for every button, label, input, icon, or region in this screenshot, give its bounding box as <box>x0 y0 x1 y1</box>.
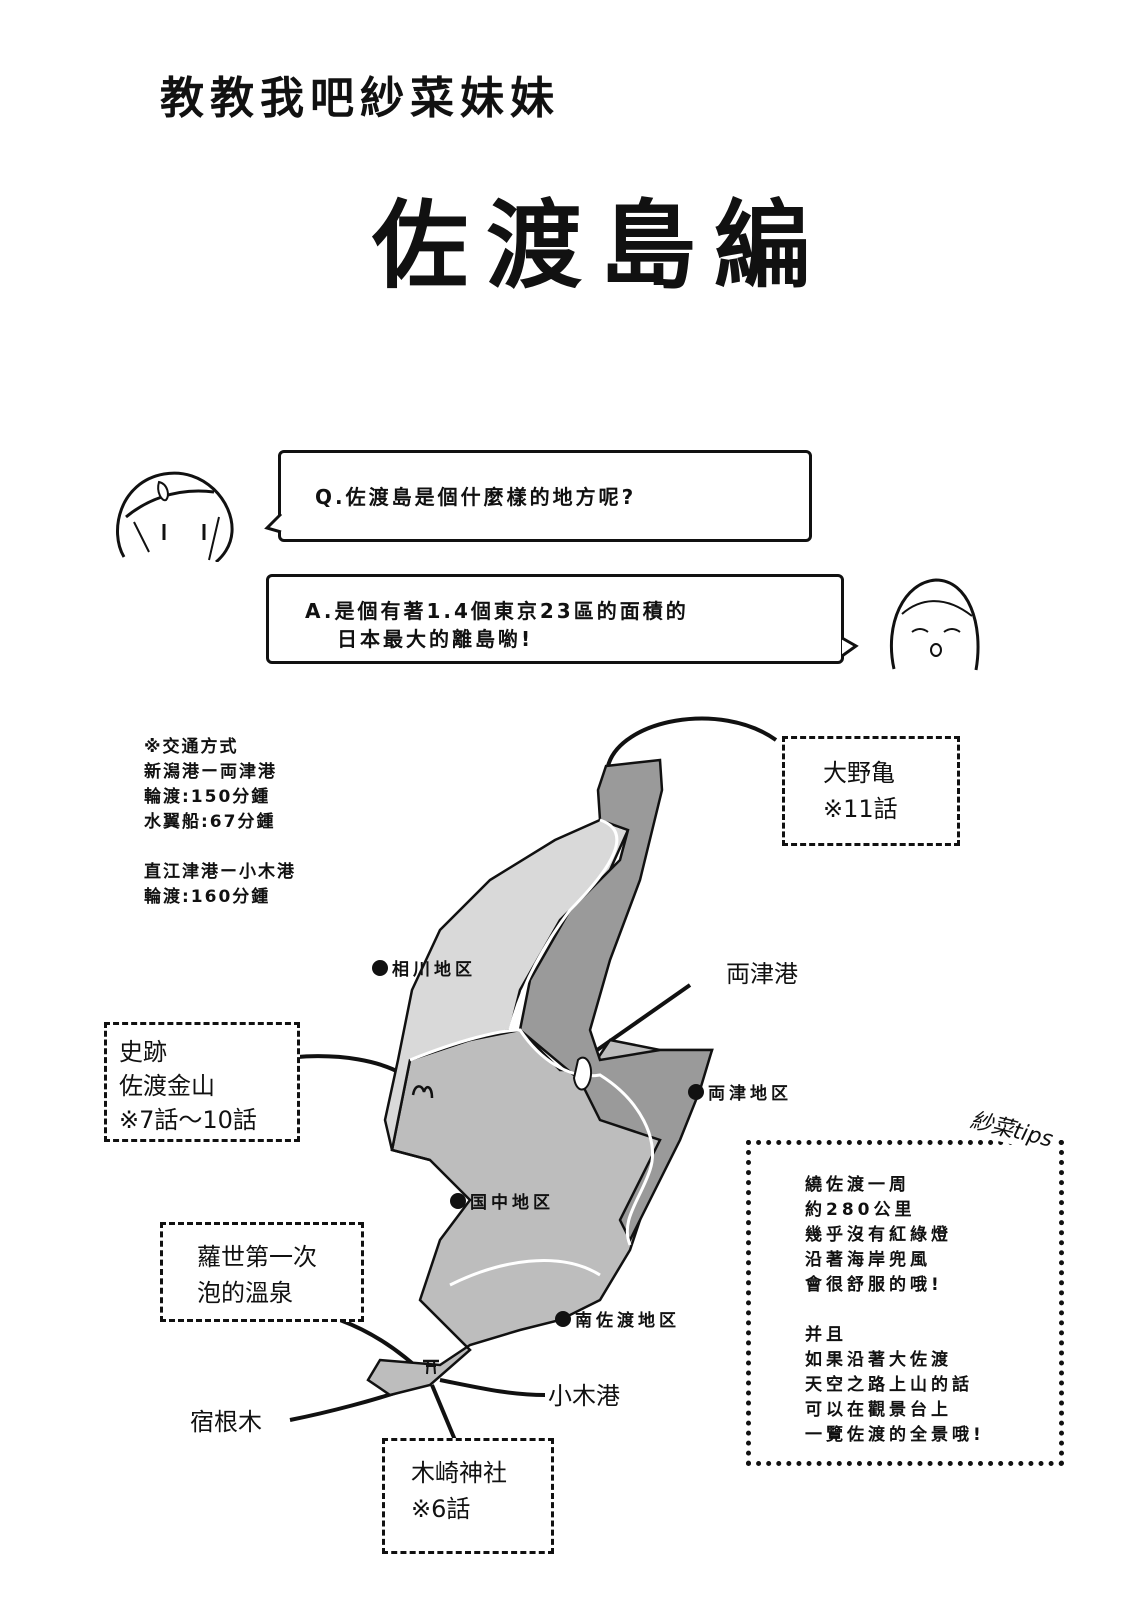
answer-line-2: 日本最大的離島喲! <box>337 627 534 651</box>
transport-route-1-ferry: 輪渡:150分鍾 <box>144 787 271 807</box>
bubble-tail-icon <box>841 636 859 658</box>
callout-onogame: 大野亀 ※11話 <box>782 736 960 846</box>
question-bubble: Q.佐渡島是個什麼樣的地方呢? <box>278 450 812 542</box>
series-title: 教教我吧紗菜妹妹 <box>160 73 560 124</box>
callout-first-onsen: 蘿世第一次 泡的溫泉 <box>160 1222 364 1322</box>
district-aikawa: 相川地区 <box>372 955 476 980</box>
district-ryotsu: 両津地区 <box>688 1079 792 1104</box>
callout-sado-gold-mine: 史跡 佐渡金山 ※7話〜10話 <box>104 1022 300 1142</box>
tips-text: 繞佐渡一周 約280公里 幾乎沒有紅綠燈 沿著海岸兜風 會很舒服的哦! 并且 如… <box>805 1175 985 1445</box>
district-minami-sado: 南佐渡地区 <box>555 1306 680 1331</box>
port-ryotsu-label: 両津港 <box>726 960 798 988</box>
transport-route-2-ferry: 輪渡:160分鍾 <box>144 887 271 907</box>
district-kuninaka: 国中地区 <box>450 1188 554 1213</box>
question-text: Q.佐渡島是個什麼樣的地方呢? <box>315 485 637 509</box>
chapter-title: 佐渡島編 <box>372 190 828 302</box>
port-ogi-label: 小木港 <box>548 1382 620 1410</box>
transport-heading: ※交通方式 <box>144 737 239 757</box>
place-shukunegi-label: 宿根木 <box>190 1408 262 1436</box>
location-dot-icon <box>372 959 388 976</box>
location-dot-icon <box>688 1083 704 1100</box>
answer-line-1: A.是個有著1.4個東京23區的面積的 <box>305 599 689 623</box>
sara-tips-box: 繞佐渡一周 約280公里 幾乎沒有紅綠燈 沿著海岸兜風 會很舒服的哦! 并且 如… <box>746 1140 1064 1466</box>
callout-kizaki-shrine: 木崎神社 ※6話 <box>382 1438 554 1554</box>
location-dot-icon <box>450 1192 466 1209</box>
transport-info: ※交通方式 新潟港ー両津港 輪渡:150分鍾 水翼船:67分鍾 直江津港ー小木港… <box>144 735 296 910</box>
transport-route-1-hydrofoil: 水翼船:67分鍾 <box>144 812 276 832</box>
bubble-tail-icon <box>264 512 283 534</box>
character-sara-head-icon <box>116 471 234 562</box>
location-dot-icon <box>555 1310 571 1327</box>
transport-route-2: 直江津港ー小木港 <box>144 862 296 882</box>
character-friend-head-icon <box>889 578 980 671</box>
answer-bubble: A.是個有著1.4個東京23區的面積的 日本最大的離島喲! <box>266 574 844 664</box>
transport-route-1: 新潟港ー両津港 <box>144 762 277 782</box>
torii-icon <box>423 1359 439 1375</box>
